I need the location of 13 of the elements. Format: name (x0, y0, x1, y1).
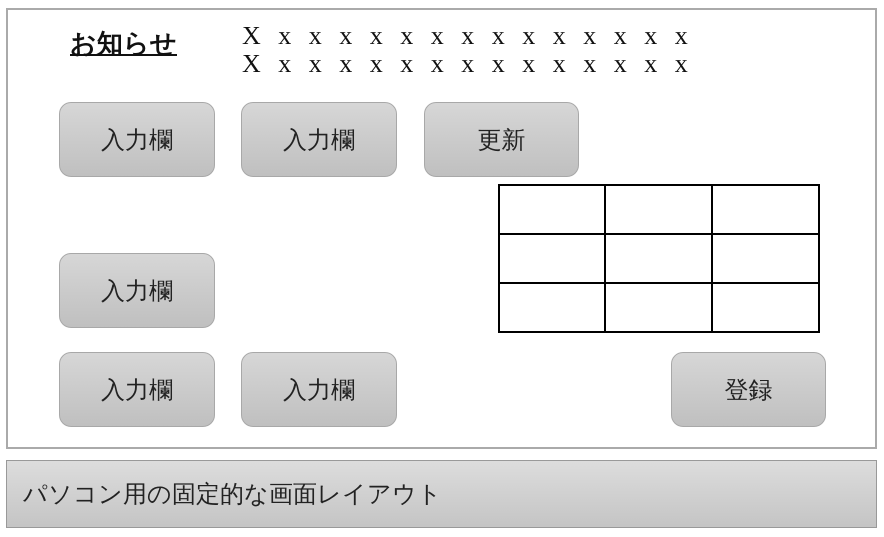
button: 入力欄 (59, 253, 215, 328)
heading: お知らせ (70, 30, 177, 59)
button: 更新 (424, 102, 579, 177)
caption-band (6, 460, 877, 528)
button: 入力欄 (241, 102, 397, 177)
button: 登録 (671, 352, 826, 427)
placeholder-text: X x x x x x x x x x x x x x x (242, 22, 688, 51)
button: 入力欄 (59, 102, 215, 177)
screen-frame (6, 8, 877, 449)
button: 入力欄 (241, 352, 397, 427)
caption-text: パソコン用の固定的な画面レイアウト (23, 480, 442, 510)
placeholder-text: X x x x x x x x x x x x x x x (242, 50, 688, 79)
button: 入力欄 (59, 352, 215, 427)
